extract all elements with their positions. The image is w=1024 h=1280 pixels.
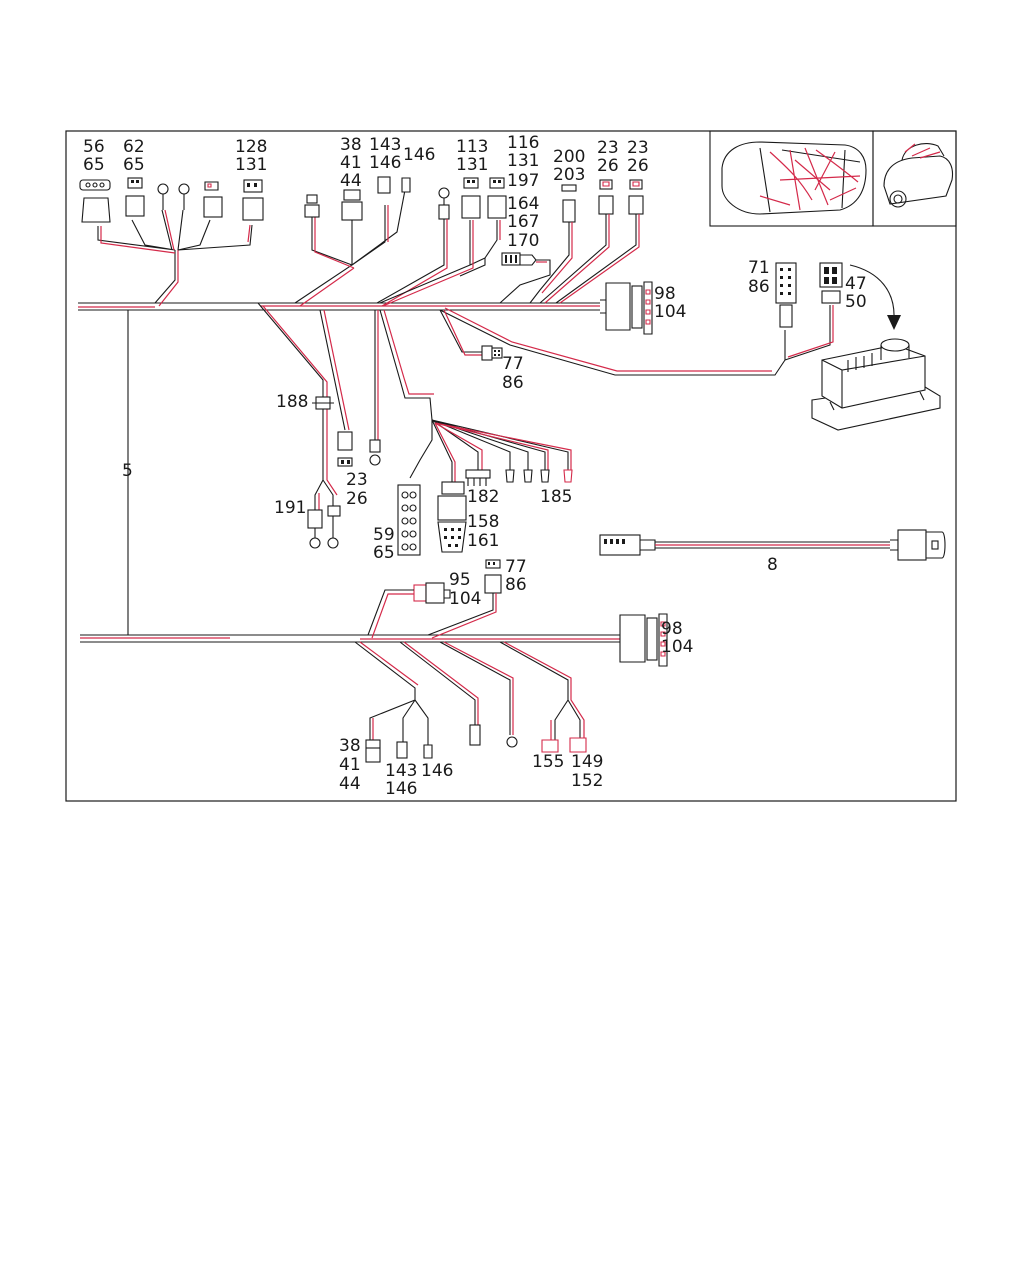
diagram-frame	[65, 130, 957, 802]
callout-131: 131	[507, 151, 539, 171]
callout-38: 38	[340, 135, 362, 155]
callout-152: 152	[571, 771, 603, 791]
branch-center-cluster	[379, 309, 573, 556]
callout-56: 56	[83, 137, 105, 157]
callout-47: 47	[845, 274, 867, 294]
inset-frame-right	[872, 130, 957, 227]
callout-50: 50	[845, 292, 867, 312]
callout-26: 26	[627, 156, 649, 176]
callout-44: 44	[339, 774, 361, 794]
callout-98: 98	[661, 619, 683, 639]
module-98-104-upper	[600, 281, 653, 335]
callout-23: 23	[627, 138, 649, 158]
callout-65: 65	[373, 543, 395, 563]
connector-77-86-upper	[439, 309, 503, 361]
callout-77: 77	[505, 557, 527, 577]
callout-8: 8	[767, 555, 778, 575]
callout-59: 59	[373, 525, 395, 545]
branch-center-left	[257, 302, 381, 549]
callout-191: 191	[274, 498, 306, 518]
branch-right	[439, 262, 901, 376]
callout-146: 146	[403, 145, 435, 165]
control-unit-tank	[811, 338, 941, 431]
callout-104: 104	[661, 637, 693, 657]
callout-86: 86	[748, 277, 770, 297]
callout-197: 197	[507, 171, 539, 191]
branch-lower-top	[367, 559, 502, 639]
module-98-104-lower	[619, 613, 668, 667]
callout-44: 44	[340, 171, 362, 191]
callout-77: 77	[502, 354, 524, 374]
branch-top-middle	[294, 176, 450, 307]
callout-164: 164	[507, 194, 539, 214]
callout-167: 167	[507, 212, 539, 232]
callout-41: 41	[339, 755, 361, 775]
callout-200: 200	[553, 147, 585, 167]
car-top-view	[721, 141, 867, 215]
callout-71: 71	[748, 258, 770, 278]
branch-top-left	[79, 177, 264, 307]
callout-26: 26	[597, 156, 619, 176]
callout-131: 131	[235, 155, 267, 175]
callout-113: 113	[456, 137, 488, 157]
callout-185: 185	[540, 487, 572, 507]
callout-146: 146	[421, 761, 453, 781]
callout-41: 41	[340, 153, 362, 173]
lower-harness-trunk	[80, 634, 620, 643]
car-side-view	[883, 142, 954, 208]
callout-146: 146	[369, 153, 401, 173]
callout-104: 104	[654, 302, 686, 322]
callout-23: 23	[346, 470, 368, 490]
callout-86: 86	[505, 575, 527, 595]
branch-top-right	[379, 177, 644, 307]
callout-149: 149	[571, 752, 603, 772]
callout-104: 104	[449, 589, 481, 609]
callout-23: 23	[597, 138, 619, 158]
callout-26: 26	[346, 489, 368, 509]
callout-62: 62	[123, 137, 145, 157]
callout-95: 95	[449, 570, 471, 590]
branch-lower	[354, 641, 587, 763]
callout-128: 128	[235, 137, 267, 157]
callout-65: 65	[83, 155, 105, 175]
callout-5: 5	[122, 461, 133, 481]
callout-146: 146	[385, 779, 417, 799]
callout-158: 158	[467, 512, 499, 532]
cable-8	[599, 529, 946, 561]
callout-86: 86	[502, 373, 524, 393]
callout-188: 188	[276, 392, 308, 412]
callout-203: 203	[553, 165, 585, 185]
callout-labels: 56 65 62 65 128 131 38 41 44 143 146 146…	[83, 133, 867, 799]
callout-131: 131	[456, 155, 488, 175]
callout-116: 116	[507, 133, 539, 153]
callout-143: 143	[385, 761, 417, 781]
callout-98: 98	[654, 284, 676, 304]
callout-38: 38	[339, 736, 361, 756]
callout-65: 65	[123, 155, 145, 175]
callout-170: 170	[507, 231, 539, 251]
upper-harness-trunk	[78, 302, 600, 311]
callout-143: 143	[369, 135, 401, 155]
callout-161: 161	[467, 531, 499, 551]
callout-182: 182	[467, 487, 499, 507]
callout-155: 155	[532, 752, 564, 772]
